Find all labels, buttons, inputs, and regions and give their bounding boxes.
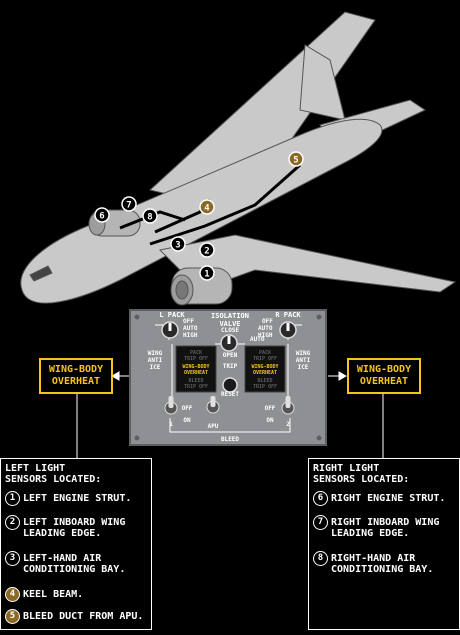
- open-label: OPEN: [223, 352, 238, 359]
- isolation-valve-selector[interactable]: [220, 334, 238, 352]
- r-pack-selector[interactable]: [279, 321, 297, 339]
- svg-text:5: 5: [293, 156, 298, 166]
- left-annunciator-block: [175, 345, 217, 393]
- left-ann-pack: PACK: [190, 350, 202, 356]
- sensor-location-text: LEFT-HAND AIR CONDITIONING BAY.: [23, 553, 126, 575]
- sensor-duct-right: [119, 210, 186, 230]
- r-pack-label: R PACK: [275, 311, 301, 319]
- apu-label: APU: [208, 423, 219, 430]
- right-sensors-header: RIGHT LIGHT SENSORS LOCATED:: [313, 463, 410, 485]
- aircraft-marker-3: 3: [170, 236, 186, 252]
- trip-reset-button[interactable]: [222, 377, 238, 393]
- left-ann-trip-off-1: TRIP OFF: [184, 356, 208, 362]
- trip-label: TRIP: [223, 363, 238, 370]
- l-pack-pos-high: HIGH: [183, 332, 198, 339]
- l-pack-pos-auto: AUTO: [183, 325, 198, 332]
- aircraft-marker-5: 5: [288, 151, 304, 167]
- r-pack-pos-off: OFF: [262, 318, 273, 325]
- right-annunciator-block: [244, 345, 286, 393]
- off-left-label: OFF: [182, 405, 193, 412]
- right-wing-body-overheat-callout: WING-BODY OVERHEAT: [347, 358, 421, 394]
- sensor-number-badge: 1: [5, 491, 20, 506]
- svg-text:7: 7: [126, 201, 131, 211]
- aircraft-marker-4: 4: [199, 199, 215, 215]
- bleed-air-panel: [129, 309, 327, 446]
- l-pack-pos-off: OFF: [183, 318, 194, 325]
- off-right-label: OFF: [265, 405, 276, 412]
- right-ann-pack: PACK: [259, 350, 271, 356]
- svg-text:4: 4: [204, 204, 210, 214]
- right-ann-bleed: BLEED: [257, 378, 272, 384]
- svg-text:3: 3: [175, 241, 180, 251]
- auto-label: AUTO: [250, 336, 265, 343]
- sensor-number-badge: 7: [313, 515, 328, 530]
- left-ann-bleed: BLEED: [188, 378, 203, 384]
- aircraft-marker-2: 2: [199, 242, 215, 258]
- svg-text:6: 6: [99, 212, 104, 222]
- on-right-label: ON: [266, 417, 274, 424]
- left-wing-body-overheat-callout: WING-BODY OVERHEAT: [39, 358, 113, 394]
- svg-text:1: 1: [204, 270, 209, 280]
- svg-text:2: 2: [204, 247, 209, 257]
- aircraft-marker-8: 8: [142, 208, 158, 224]
- sensor-location-text: BLEED DUCT FROM APU.: [23, 611, 144, 622]
- vertical-tail: [299, 44, 346, 121]
- sensor-number-badge: 2: [5, 515, 20, 530]
- engine-1-bleed-switch[interactable]: [164, 396, 178, 415]
- r-pack-pos-high: HIGH: [258, 332, 273, 339]
- l-pack-label: L PACK: [159, 311, 185, 319]
- apu-bleed-switch[interactable]: [206, 396, 220, 414]
- aircraft-marker-1: 1: [199, 265, 215, 281]
- left-sensors-header: LEFT LIGHT SENSORS LOCATED:: [5, 463, 102, 485]
- sensor-number-badge: 3: [5, 551, 20, 566]
- left-ann-trip-off-2: TRIP OFF: [184, 384, 208, 390]
- sensor-number-badge: 6: [313, 491, 328, 506]
- on-left-label: ON: [183, 417, 191, 424]
- sensor-location-text: LEFT INBOARD WING LEADING EDGE.: [23, 517, 126, 539]
- aircraft-illustration: [20, 11, 457, 306]
- reset-label: RESET: [221, 391, 239, 398]
- sensor-duct-left: [149, 163, 301, 246]
- right-ann-trip-off-2: TRIP OFF: [253, 384, 277, 390]
- sensor-number-badge: 8: [313, 551, 328, 566]
- svg-text:8: 8: [147, 213, 152, 223]
- sensor-location-text: RIGHT INBOARD WING LEADING EDGE.: [331, 517, 440, 539]
- callout-leader-lines: [76, 371, 384, 458]
- engine-1-label: 1: [169, 421, 173, 428]
- sensor-number-badge: 5: [5, 609, 20, 624]
- sensor-number-badge: 4: [5, 587, 20, 602]
- r-pack-pos-auto: AUTO: [258, 325, 273, 332]
- close-label: CLOSE: [221, 327, 239, 334]
- cockpit-windows: [29, 265, 53, 282]
- bleed-label: BLEED: [221, 436, 239, 443]
- right-ann-trip-off-1: TRIP OFF: [253, 356, 277, 362]
- sensor-location-text: RIGHT-HAND AIR CONDITIONING BAY.: [331, 553, 434, 575]
- engine-2-bleed-switch[interactable]: [281, 396, 295, 415]
- l-pack-selector[interactable]: [161, 321, 179, 339]
- engine-2-label: 2: [286, 421, 290, 428]
- left-engine: [170, 267, 233, 306]
- aircraft-marker-6: 6: [94, 207, 110, 223]
- sensor-location-text: RIGHT ENGINE STRUT.: [331, 493, 446, 504]
- aircraft-marker-7: 7: [121, 196, 137, 212]
- sensor-location-text: KEEL BEAM.: [23, 589, 84, 600]
- sensor-location-text: LEFT ENGINE STRUT.: [23, 493, 132, 504]
